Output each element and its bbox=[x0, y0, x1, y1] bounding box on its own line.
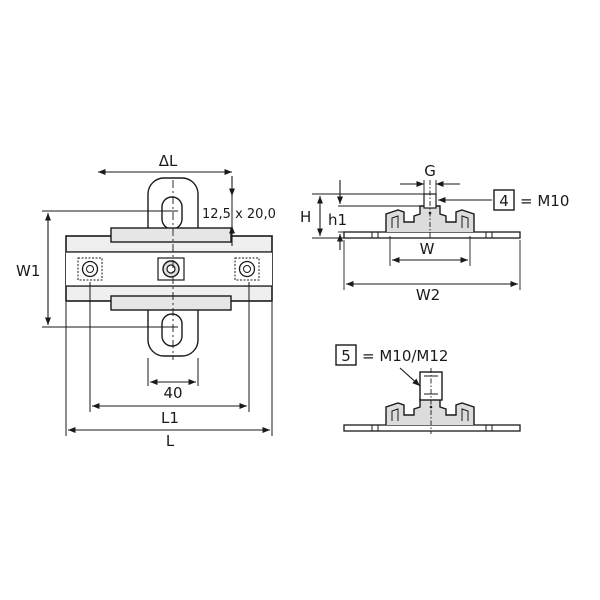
side-view-m10: G H h1 4 = M10 W W2 bbox=[300, 162, 569, 304]
callout-4-text: = M10 bbox=[520, 192, 569, 210]
label-h: H bbox=[300, 208, 311, 226]
side-view-m10-m12: 5 = M10/M12 bbox=[335, 344, 521, 434]
label-h1: h1 bbox=[328, 211, 347, 229]
base-rail-2 bbox=[343, 424, 521, 432]
base-rail bbox=[343, 231, 521, 239]
upper-slot bbox=[161, 196, 183, 230]
clip-profile-2 bbox=[385, 398, 475, 425]
top-view-dimensions: ΔL 12,5 x 20,0 W1 40 L1 L bbox=[16, 152, 276, 450]
center-nut bbox=[157, 257, 185, 281]
label-40: 40 bbox=[163, 384, 182, 402]
label-slot-size: 12,5 x 20,0 bbox=[202, 207, 276, 222]
lower-slot bbox=[161, 313, 183, 347]
label-delta-l: ΔL bbox=[159, 152, 178, 170]
clamp-bar-top bbox=[110, 227, 232, 243]
label-w2: W2 bbox=[416, 286, 440, 304]
label-w1: W1 bbox=[16, 262, 40, 280]
callout-5-box bbox=[335, 344, 357, 366]
left-rail-nut bbox=[77, 257, 103, 281]
right-rail-nut bbox=[234, 257, 260, 281]
callout-4-number: 4 bbox=[499, 192, 509, 210]
clamp-bar-bottom bbox=[110, 295, 232, 311]
callout-4-box bbox=[493, 189, 515, 211]
callout-5-number: 5 bbox=[341, 347, 351, 365]
label-w: W bbox=[420, 240, 435, 258]
label-g: G bbox=[424, 162, 436, 180]
top-view bbox=[65, 177, 273, 360]
label-l1: L1 bbox=[161, 409, 179, 427]
label-l: L bbox=[166, 432, 175, 450]
callout-5-text: = M10/M12 bbox=[362, 347, 448, 365]
